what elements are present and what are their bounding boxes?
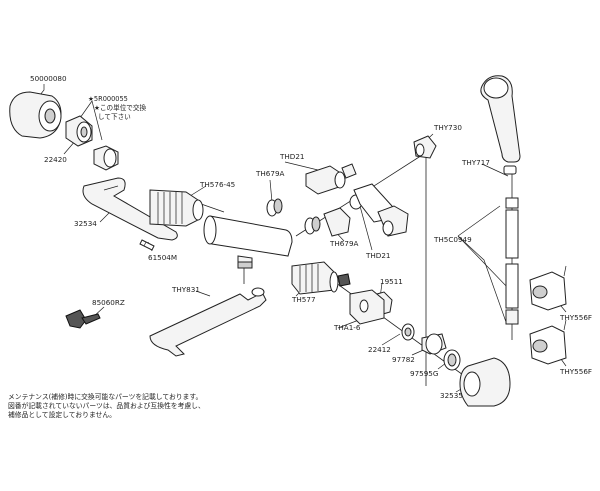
part-mixer-body	[203, 215, 293, 269]
part-thy717-shower-head	[480, 75, 521, 175]
label-19511: 19511	[380, 277, 403, 286]
part-thy730-elbow	[413, 135, 437, 159]
label-22412: 22412	[368, 345, 391, 354]
footer-note-line-3: 補修品として設定しておりません。	[8, 411, 116, 419]
label-5r000055: ★5R000055	[88, 95, 128, 103]
label-thd21-mid: THD21	[365, 251, 390, 260]
label-50000080: 50000080	[30, 74, 67, 83]
label-th679a-mid: TH679A	[329, 239, 359, 248]
part-97782-collar	[421, 333, 447, 355]
part-50000080-handle	[9, 91, 62, 139]
label-61504m: 61504M	[148, 253, 177, 262]
footer-note-line-1: メンテナンス(補修)時に交換可能なパーツを記載しております。	[8, 393, 203, 401]
part-shower-hose	[505, 197, 519, 325]
label-star-note-1: ★この単位で交換	[94, 103, 146, 112]
label-32535: 32535	[440, 391, 463, 400]
label-85060rz: 85060RZ	[92, 298, 125, 307]
part-thy556f-holder-lower	[529, 319, 567, 365]
part-labels: 50000080 ★5R000055 ★この単位で交換 して下さい 22420 …	[30, 74, 592, 400]
part-thy556f-holder-upper	[529, 265, 567, 311]
label-star-note-2: して下さい	[98, 113, 131, 121]
label-thy717: THY717	[461, 158, 490, 167]
part-97595g-ring	[443, 349, 461, 371]
leader-lines	[35, 84, 567, 393]
part-32535-knob	[459, 357, 511, 407]
label-thd21-top: THD21	[279, 152, 304, 161]
part-5r000055-adapter	[65, 115, 93, 147]
part-th577-cartridge	[291, 261, 351, 295]
label-22420: 22420	[44, 155, 67, 164]
part-thd21-mid-assembly	[323, 183, 409, 237]
label-tha1-6: THA1-6	[333, 323, 361, 332]
label-thy556f-lower: THY556F	[559, 367, 592, 376]
part-22420-ring	[93, 145, 119, 171]
part-85060rz-key	[65, 309, 101, 329]
label-th679a-top: TH679A	[255, 169, 285, 178]
footer-note-line-2: 図番が記載されていないパーツは、品質および互換性を考慮し、	[8, 402, 205, 410]
part-th576-45-cartridge	[149, 189, 204, 227]
part-22412-ring	[401, 323, 415, 341]
label-th5c0949: TH5C0949	[433, 235, 472, 244]
label-thy556f-upper: THY556F	[559, 313, 592, 322]
part-61504m-screw	[139, 239, 155, 251]
part-thy831-spout	[149, 287, 267, 357]
label-th577: TH577	[291, 295, 316, 304]
part-thd21-top-valve	[305, 163, 357, 195]
label-97782: 97782	[392, 355, 415, 364]
label-97595g: 97595G	[410, 369, 438, 378]
label-32534: 32534	[74, 219, 97, 228]
part-tha1-6-cartridge	[349, 289, 385, 325]
label-thy730: THY730	[433, 123, 462, 132]
label-thy831: THY831	[171, 285, 200, 294]
part-th679a-mid-rings	[304, 216, 321, 235]
label-th576-45: TH576-45	[199, 180, 235, 189]
part-th679a-top-rings	[266, 198, 283, 217]
